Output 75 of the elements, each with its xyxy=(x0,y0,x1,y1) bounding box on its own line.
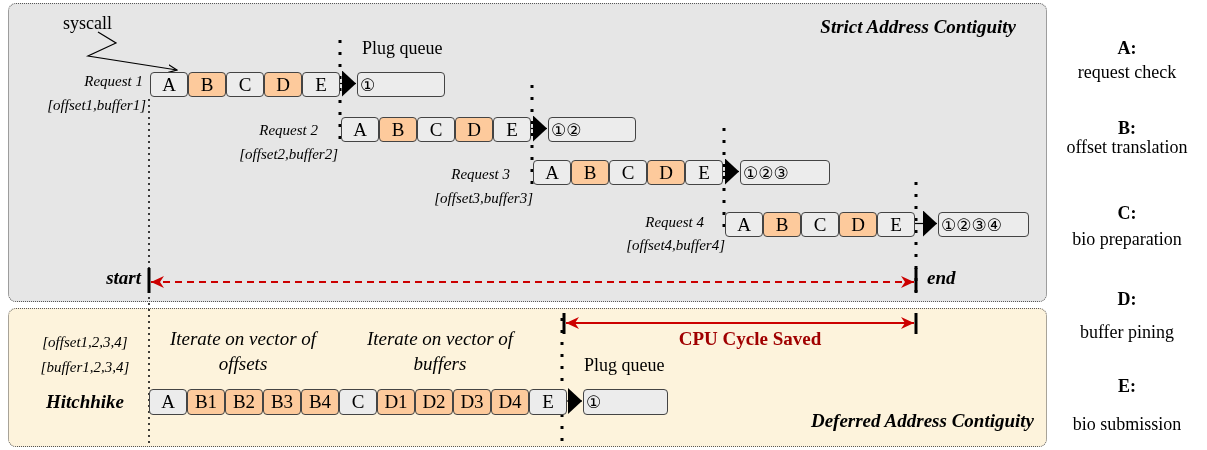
note-text: buffer pining xyxy=(1079,322,1175,343)
step-box: B3 xyxy=(263,389,301,415)
request-label: [buffer1,2,3,4] xyxy=(40,359,130,376)
arrow xyxy=(338,70,357,97)
note-text: bio submission xyxy=(1072,414,1182,435)
step-box: A xyxy=(149,389,187,415)
arrow xyxy=(529,115,548,142)
legend-key: B: xyxy=(1118,118,1136,139)
step-box: C xyxy=(801,212,839,237)
request-label: Request 4 xyxy=(645,214,704,231)
step-box: A xyxy=(533,160,571,185)
step-box: B xyxy=(763,212,801,237)
arrow xyxy=(721,158,740,185)
legend-key: C: xyxy=(1117,203,1137,224)
request-label: Request 3 xyxy=(451,166,510,183)
step-box: A xyxy=(341,117,379,142)
note-text: Iterate on vector of buffers xyxy=(365,327,516,376)
panel-title: Strict Address Contiguity xyxy=(820,16,1016,38)
note-text: start xyxy=(106,267,141,289)
note-text: Plug queue xyxy=(584,355,665,376)
queue-box: ①②③④ xyxy=(938,212,1029,237)
arrow xyxy=(85,31,178,74)
queue-box: ① xyxy=(357,72,445,97)
request-label: [offset4,buffer4] xyxy=(626,237,725,254)
dimension-label: CPU Cycle Saved xyxy=(678,328,822,350)
legend-key: D: xyxy=(1117,289,1137,310)
request-label: [offset3,buffer3] xyxy=(434,190,533,207)
note-text: bio preparation xyxy=(1072,229,1182,250)
step-box: B xyxy=(571,160,609,185)
syscall-label: syscall xyxy=(63,13,112,34)
step-box: B4 xyxy=(301,389,339,415)
step-box: D4 xyxy=(491,389,529,415)
panel-title: Deferred Address Contiguity xyxy=(810,410,1034,432)
note-text: Iterate on vector of offsets xyxy=(168,327,319,376)
request-label: [offset1,buffer1] xyxy=(47,97,146,114)
step-box: D xyxy=(264,72,302,97)
step-box: D2 xyxy=(415,389,453,415)
note-text: Hitchhike xyxy=(45,391,125,413)
note-text: offset translation xyxy=(1066,137,1188,158)
step-box: B xyxy=(188,72,226,97)
step-box: E xyxy=(685,160,723,185)
legend-key: A: xyxy=(1117,38,1137,59)
step-box: D3 xyxy=(453,389,491,415)
step-box: A xyxy=(150,72,188,97)
step-box: E xyxy=(493,117,531,142)
step-box: D1 xyxy=(377,389,415,415)
arrow xyxy=(913,210,938,237)
request-label: Request 2 xyxy=(259,122,318,139)
step-box: C xyxy=(417,117,455,142)
step-box: C xyxy=(609,160,647,185)
step-box: B1 xyxy=(187,389,225,415)
legend-key: E: xyxy=(1118,376,1136,397)
note-text: request check xyxy=(1077,62,1177,83)
request-label: [offset1,2,3,4] xyxy=(42,334,128,351)
step-box: A xyxy=(725,212,763,237)
queue-box: ①②③ xyxy=(740,160,830,185)
step-box: E xyxy=(877,212,915,237)
step-box: E xyxy=(302,72,340,97)
panel xyxy=(8,308,1047,447)
step-box: C xyxy=(339,389,377,415)
queue-box: ①② xyxy=(548,117,636,142)
step-box: D xyxy=(647,160,685,185)
step-box: B xyxy=(379,117,417,142)
step-box: B2 xyxy=(225,389,263,415)
note-text: Plug queue xyxy=(362,38,443,59)
request-label: [offset2,buffer2] xyxy=(239,146,338,163)
step-box: D xyxy=(839,212,877,237)
queue-box: ① xyxy=(583,389,668,415)
panel xyxy=(8,3,1047,302)
request-label: Request 1 xyxy=(84,73,143,90)
arrow xyxy=(565,388,583,414)
step-box: C xyxy=(226,72,264,97)
step-box: D xyxy=(455,117,493,142)
step-box: E xyxy=(529,389,567,415)
note-text: end xyxy=(927,267,956,289)
